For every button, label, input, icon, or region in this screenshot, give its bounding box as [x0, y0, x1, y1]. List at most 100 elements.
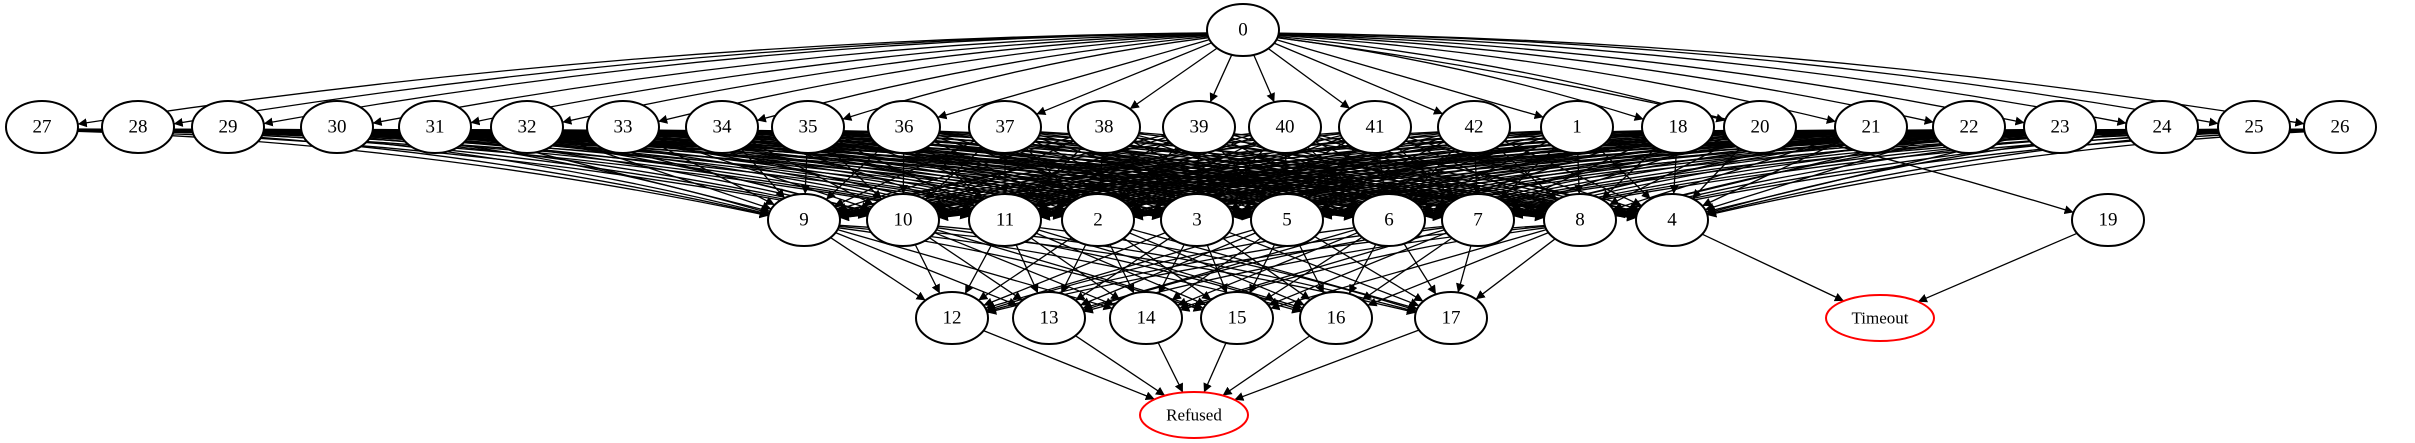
node-18-ellipse: [1641, 100, 1715, 154]
node-22-ellipse: [1932, 100, 2006, 154]
node-11: 11: [968, 193, 1042, 247]
node-33-ellipse: [586, 100, 660, 154]
edge-33-to-9: [652, 141, 775, 206]
edge-17-to-refused: [1234, 329, 1420, 401]
node-8-label: 8: [1575, 210, 1585, 231]
node-21-label: 21: [1862, 117, 1881, 138]
node-25-label: 25: [2245, 117, 2264, 138]
node-31-ellipse: [398, 100, 472, 154]
node-3-ellipse: [1160, 193, 1234, 247]
node-5: 5: [1250, 193, 1324, 247]
edge-37-to-9: [834, 140, 975, 207]
edge-8-to-15: [1270, 228, 1547, 311]
edge-5-to-13: [1080, 232, 1256, 306]
node-7-ellipse: [1441, 193, 1515, 247]
node-refused: Refused: [1139, 391, 1249, 439]
node-14-label: 14: [1137, 308, 1157, 329]
node-34-label: 34: [713, 117, 733, 138]
node-36-label: 36: [895, 117, 914, 138]
node-11-ellipse: [968, 193, 1042, 247]
node-38-label: 38: [1095, 117, 1114, 138]
node-16: 16: [1299, 291, 1373, 345]
node-42: 42: [1437, 100, 1511, 154]
edge-11-to-12: [964, 243, 993, 295]
node-6-label: 6: [1384, 210, 1394, 231]
node-24: 24: [2125, 100, 2199, 154]
node-12: 12: [915, 291, 989, 345]
node-5-label: 5: [1282, 210, 1292, 231]
node-2-ellipse: [1061, 193, 1135, 247]
node-8: 8: [1543, 193, 1617, 247]
node-timeout-ellipse: [1825, 294, 1935, 342]
node-8-ellipse: [1543, 193, 1617, 247]
edge-12-to-refused: [983, 329, 1155, 401]
edge-0-to-40: [1253, 54, 1275, 103]
edge-18-to-9: [839, 130, 1643, 219]
node-12-label: 12: [943, 308, 962, 329]
node-3-label: 3: [1192, 210, 1202, 231]
node-41: 41: [1338, 100, 1412, 154]
node-24-ellipse: [2125, 100, 2199, 154]
edge-3-to-13: [1075, 237, 1171, 301]
node-refused-ellipse: [1139, 391, 1249, 439]
node-13-ellipse: [1012, 291, 1086, 345]
node-23: 23: [2023, 100, 2097, 154]
edge-0-to-30: [372, 33, 1208, 126]
node-40: 40: [1248, 100, 1322, 154]
edge-6-to-17: [1403, 243, 1437, 295]
node-36: 36: [867, 100, 941, 154]
node-41-ellipse: [1338, 100, 1412, 154]
edge-26-to-8: [1615, 130, 2305, 219]
node-18: 18: [1641, 100, 1715, 154]
edge-16-to-refused: [1222, 335, 1311, 397]
edge-3-to-14: [1158, 244, 1185, 294]
node-32-label: 32: [518, 117, 537, 138]
node-39-label: 39: [1190, 117, 1209, 138]
node-28-label: 28: [129, 117, 148, 138]
edge-3-to-12: [983, 231, 1166, 307]
node-1-label: 1: [1572, 117, 1582, 138]
edge-7-to-15: [1268, 232, 1447, 306]
node-29-ellipse: [191, 100, 265, 154]
edge-8-to-16: [1367, 231, 1549, 307]
node-26: 26: [2303, 100, 2377, 154]
node-40-label: 40: [1276, 117, 1295, 138]
node-26-label: 26: [2331, 117, 2350, 138]
node-refused-label: Refused: [1166, 406, 1222, 425]
edge-0-to-29: [263, 32, 1208, 127]
edge-6-to-14: [1177, 232, 1358, 307]
edge-6-to-13: [1082, 228, 1356, 311]
edge-10-to-12: [914, 244, 941, 294]
edge-5-to-17: [1314, 236, 1424, 302]
node-29-label: 29: [219, 117, 238, 138]
node-37-label: 37: [996, 117, 1015, 138]
node-30-ellipse: [300, 100, 374, 154]
node-15-ellipse: [1200, 291, 1274, 345]
edge-5-to-14: [1171, 237, 1262, 301]
node-16-ellipse: [1299, 291, 1373, 345]
node-37-ellipse: [968, 100, 1042, 154]
node-31-label: 31: [426, 117, 445, 138]
edge-0-to-39: [1209, 54, 1233, 103]
node-14-ellipse: [1109, 291, 1183, 345]
edge-8-to-17: [1475, 238, 1556, 300]
node-6: 6: [1352, 193, 1426, 247]
node-40-ellipse: [1248, 100, 1322, 154]
edge-14-to-refused: [1157, 342, 1184, 393]
node-2: 2: [1061, 193, 1135, 247]
node-4-ellipse: [1635, 193, 1709, 247]
node-1-ellipse: [1540, 100, 1614, 154]
node-0-ellipse: [1206, 3, 1280, 57]
node-24-label: 24: [2153, 117, 2173, 138]
edge-0-to-41: [1267, 47, 1351, 110]
node-timeout: Timeout: [1825, 294, 1935, 342]
node-15: 15: [1200, 291, 1274, 345]
node-13: 13: [1012, 291, 1086, 345]
node-38-ellipse: [1067, 100, 1141, 154]
edge-13-to-refused: [1075, 335, 1166, 397]
node-17-ellipse: [1414, 291, 1488, 345]
node-42-label: 42: [1465, 117, 1484, 138]
node-29: 29: [191, 100, 265, 154]
edge-0-to-36: [937, 38, 1210, 120]
